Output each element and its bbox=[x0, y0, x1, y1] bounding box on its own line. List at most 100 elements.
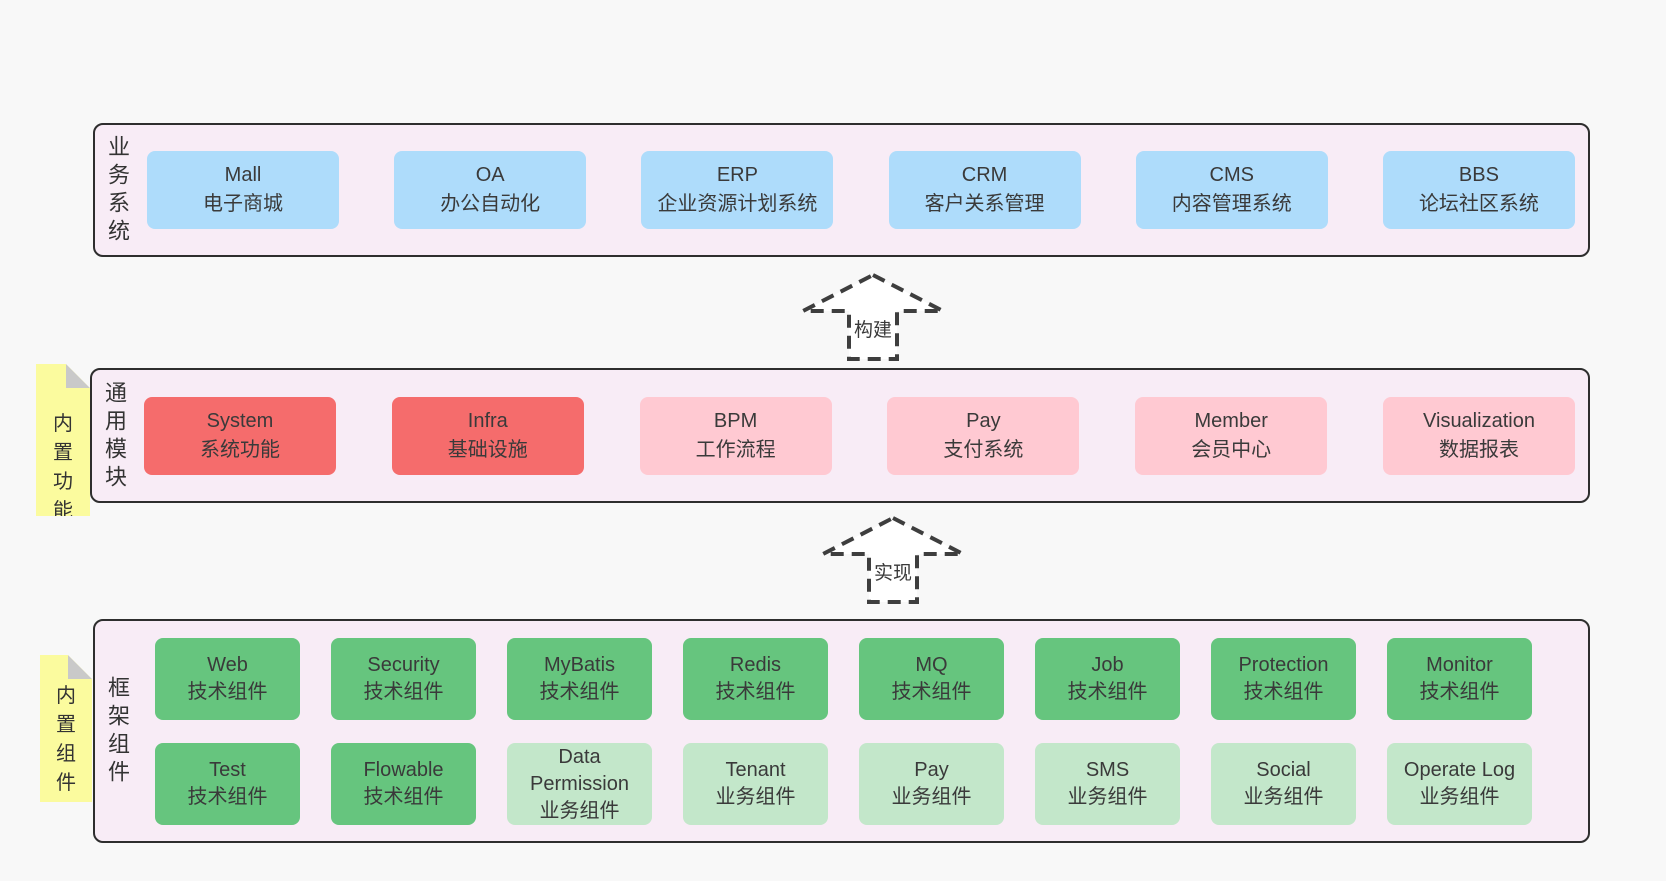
sticky-note-built-in-components: 内置组件 bbox=[40, 655, 92, 802]
box-subtitle: 企业资源计划系统 bbox=[657, 193, 818, 215]
box-subtitle: 系统功能 bbox=[200, 438, 280, 461]
box-title: Test bbox=[209, 759, 246, 781]
arrow-implement-up: 实现 bbox=[822, 515, 964, 604]
box-web: Web 技术组件 bbox=[155, 638, 300, 720]
box-title: Flowable bbox=[363, 759, 444, 781]
box-title: Pay bbox=[966, 409, 1001, 432]
box-title: Infra bbox=[467, 409, 508, 432]
arrow-build-up: 构建 bbox=[802, 272, 944, 361]
box-sms: SMS 业务组件 bbox=[1035, 743, 1180, 825]
box-title: Operate Log bbox=[1403, 759, 1516, 781]
box-data-permission: Data Permission 业务组件 bbox=[507, 743, 652, 825]
box-member: Member 会员中心 bbox=[1135, 396, 1328, 475]
box-title: CRM bbox=[961, 164, 1008, 186]
box-crm: CRM 客户关系管理 bbox=[888, 151, 1081, 229]
box-erp: ERP 企业资源计划系统 bbox=[641, 151, 834, 229]
box-subtitle: 技术组件 bbox=[363, 786, 444, 808]
panel-common-modules: 通用模块 System 系统功能 Infra 基础设施 BPM 工作流程 Pay… bbox=[90, 368, 1590, 503]
box-title: Redis bbox=[729, 654, 782, 676]
box-title: Web bbox=[207, 654, 248, 676]
box-subtitle: 技术组件 bbox=[1419, 681, 1500, 703]
box-social: Social 业务组件 bbox=[1211, 743, 1356, 825]
box-subtitle: 业务组件 bbox=[1067, 786, 1148, 808]
box-subtitle: 业务组件 bbox=[539, 799, 620, 822]
arrow-implement-label: 实现 bbox=[874, 562, 912, 584]
box-subtitle: 论坛社区系统 bbox=[1418, 193, 1539, 215]
box-subtitle: 内容管理系统 bbox=[1171, 193, 1292, 215]
box-title: SMS bbox=[1085, 759, 1130, 781]
box-title: Tenant bbox=[725, 759, 786, 781]
box-system: System 系统功能 bbox=[144, 396, 336, 475]
common-modules-row: System 系统功能 Infra 基础设施 BPM 工作流程 Pay 支付系统… bbox=[144, 396, 1575, 475]
box-subtitle: 支付系统 bbox=[943, 438, 1024, 461]
box-cms: CMS 内容管理系统 bbox=[1135, 151, 1328, 229]
panel-framework-components: 框架组件 Web 技术组件 Security 技术组件 MyBatis 技术组件… bbox=[93, 619, 1590, 843]
box-title: Data Permission bbox=[530, 745, 629, 795]
box-tenant: Tenant 业务组件 bbox=[683, 743, 828, 825]
box-title: MQ bbox=[915, 654, 948, 676]
box-mybatis: MyBatis 技术组件 bbox=[507, 638, 652, 720]
box-job: Job 技术组件 bbox=[1035, 638, 1180, 720]
box-security: Security 技术组件 bbox=[331, 638, 476, 720]
panel-label-business-systems: 业务系统 bbox=[107, 134, 130, 245]
biz-components-row: Test 技术组件 Flowable 技术组件 Data Permission … bbox=[155, 743, 1532, 825]
box-subtitle: 业务组件 bbox=[715, 786, 796, 808]
framework-components-rows: Web 技术组件 Security 技术组件 MyBatis 技术组件 Redi… bbox=[155, 638, 1532, 825]
arrow-build-label: 构建 bbox=[854, 319, 892, 341]
box-title: Job bbox=[1091, 654, 1124, 676]
box-subtitle: 技术组件 bbox=[1243, 681, 1324, 703]
box-bbs: BBS 论坛社区系统 bbox=[1382, 151, 1575, 229]
business-systems-row: Mall 电子商城 OA 办公自动化 ERP 企业资源计划系统 CRM 客户关系… bbox=[147, 151, 1575, 229]
panel-business-systems: 业务系统 Mall 电子商城 OA 办公自动化 ERP 企业资源计划系统 CRM… bbox=[93, 123, 1590, 257]
box-redis: Redis 技术组件 bbox=[683, 638, 828, 720]
box-subtitle: 技术组件 bbox=[187, 786, 268, 808]
box-title: Protection bbox=[1238, 654, 1329, 676]
box-subtitle: 技术组件 bbox=[715, 681, 796, 703]
box-subtitle: 数据报表 bbox=[1438, 438, 1519, 461]
box-title: BBS bbox=[1458, 164, 1499, 186]
note-text: 内置组件 bbox=[56, 685, 76, 794]
box-subtitle: 技术组件 bbox=[363, 681, 444, 703]
box-mall: Mall 电子商城 bbox=[147, 151, 339, 229]
arrow-label-bg bbox=[871, 560, 915, 585]
box-mq: MQ 技术组件 bbox=[859, 638, 1004, 720]
box-title: CMS bbox=[1209, 164, 1254, 186]
box-title: Security bbox=[367, 654, 440, 676]
arrow-label-bg bbox=[851, 317, 895, 342]
box-title: BPM bbox=[713, 409, 758, 432]
tech-components-row: Web 技术组件 Security 技术组件 MyBatis 技术组件 Redi… bbox=[155, 638, 1532, 720]
box-pay-component: Pay 业务组件 bbox=[859, 743, 1004, 825]
box-title: MyBatis bbox=[543, 654, 616, 676]
box-title: System bbox=[206, 409, 274, 432]
box-pay-module: Pay 支付系统 bbox=[887, 396, 1080, 475]
box-subtitle: 业务组件 bbox=[1419, 786, 1500, 808]
box-monitor: Monitor 技术组件 bbox=[1387, 638, 1532, 720]
box-subtitle: 基础设施 bbox=[447, 438, 528, 461]
box-title: Social bbox=[1256, 759, 1311, 781]
box-subtitle: 工作流程 bbox=[695, 438, 776, 461]
sticky-note-built-in-features: 内置功能 bbox=[36, 364, 90, 516]
box-flowable: Flowable 技术组件 bbox=[331, 743, 476, 825]
box-test: Test 技术组件 bbox=[155, 743, 300, 825]
box-subtitle: 技术组件 bbox=[187, 681, 268, 703]
box-visualization: Visualization 数据报表 bbox=[1382, 396, 1575, 475]
box-operate-log: Operate Log 业务组件 bbox=[1387, 743, 1532, 825]
box-title: OA bbox=[475, 164, 505, 186]
box-title: Member bbox=[1194, 409, 1268, 432]
box-subtitle: 办公自动化 bbox=[440, 193, 541, 215]
box-subtitle: 技术组件 bbox=[539, 681, 620, 703]
note-folded-corner bbox=[68, 655, 92, 679]
box-title: Pay bbox=[914, 759, 949, 781]
box-bpm: BPM 工作流程 bbox=[639, 396, 832, 475]
box-infra: Infra 基础设施 bbox=[391, 396, 584, 475]
note-text: 内置功能 bbox=[53, 413, 73, 522]
box-subtitle: 电子商城 bbox=[203, 193, 283, 215]
box-subtitle: 业务组件 bbox=[891, 786, 972, 808]
box-title: ERP bbox=[716, 164, 758, 186]
box-title: Visualization bbox=[1423, 409, 1535, 432]
box-subtitle: 业务组件 bbox=[1243, 786, 1324, 808]
box-title: Monitor bbox=[1426, 654, 1493, 676]
panel-label-framework-components: 框架组件 bbox=[107, 675, 130, 786]
box-subtitle: 客户关系管理 bbox=[924, 193, 1045, 215]
